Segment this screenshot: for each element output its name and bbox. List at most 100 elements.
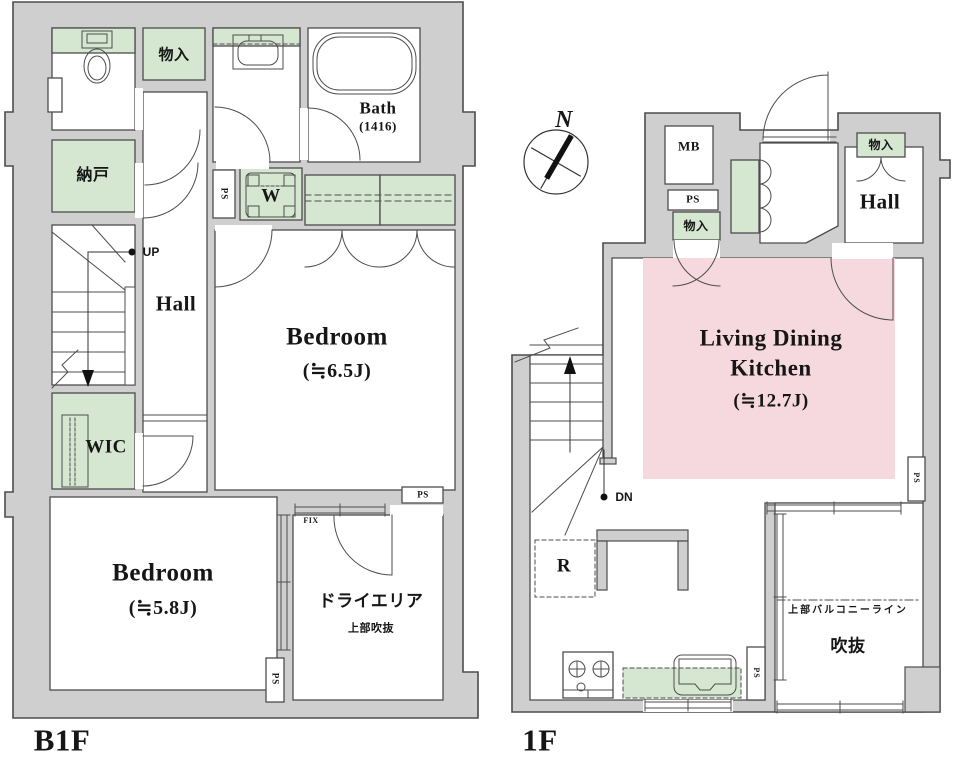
label-f1-ps-top: PS — [686, 193, 700, 206]
label-f1-ldk-size: (≒12.7J) — [733, 390, 809, 412]
label-b1f-up: UP — [142, 245, 160, 259]
label-f1-ps-kitchen: PS — [752, 667, 761, 679]
door-arc-nando — [142, 162, 199, 219]
stair-break-line-1f — [514, 327, 579, 363]
b1f-toilet-window-band — [51, 27, 136, 54]
kitchen-window — [644, 698, 732, 712]
b1f-ps-box-bottom — [265, 657, 285, 703]
label-f1-hall: Hall — [859, 189, 901, 214]
f1-mb-box — [664, 125, 714, 185]
label-f1-ps-right: PS — [912, 472, 921, 484]
label-f1-dn: DN — [615, 490, 633, 504]
label-f1-ldk2: Kitchen — [730, 355, 812, 381]
f1-walkline — [564, 356, 608, 501]
label-b1f-ps-mid: PS — [219, 187, 230, 201]
down-arrow — [82, 370, 94, 387]
b1f-room-washroom — [212, 27, 301, 163]
bathtub — [312, 32, 417, 95]
b1f-closet1 — [304, 174, 381, 226]
b1f-room-dryarea — [292, 514, 444, 701]
stair-railing — [124, 286, 136, 386]
f1-cabinet — [730, 159, 760, 234]
railing-cap — [599, 457, 617, 465]
label-f1-storage-hall: 物入 — [868, 138, 894, 152]
label-b1f-dryarea: ドライエリア — [318, 591, 424, 611]
toilet-cistern — [81, 30, 113, 49]
label-b1f-fix: FIX — [303, 516, 319, 525]
label-b1f-bedroom2-size: (≒5.8J) — [128, 597, 198, 619]
f1-stairs-steps — [529, 344, 604, 536]
fridge-space — [534, 539, 596, 598]
label-b1f-bath: Bath — [359, 98, 397, 118]
label-f1-balcony: 上部バルコニーライン — [788, 605, 908, 616]
label-b1f-bedroom2: Bedroom — [112, 559, 214, 587]
compass-icon — [523, 129, 589, 195]
label-b1f-dryarea-sub: 上部吹抜 — [348, 622, 394, 635]
up-arrow — [564, 356, 576, 374]
void-window-top — [766, 501, 902, 515]
b1f-washer-area — [239, 167, 303, 221]
floor-label-1f: 1F — [522, 722, 558, 758]
toilet-bowl — [83, 48, 111, 84]
closet-door-arcs — [304, 229, 456, 268]
wic-hanger — [61, 414, 89, 488]
label-b1f-storage-top: 物入 — [158, 47, 190, 64]
b1f-closet2 — [379, 174, 456, 226]
door-arc-bedroom1 — [214, 229, 273, 288]
f1-storage-left — [672, 211, 721, 241]
f1-kitchen-counter — [622, 667, 742, 699]
floor-label-b1f: B1F — [33, 722, 91, 758]
label-b1f-hall: Hall — [155, 291, 197, 316]
b1f-room-hall — [142, 91, 208, 493]
kitchen-sink — [673, 654, 737, 696]
door-arc-dryarea — [333, 514, 393, 576]
washing-machine — [245, 172, 296, 218]
f1-plan — [511, 71, 951, 714]
door-arc-bath — [307, 107, 361, 161]
kitchen-partition-right — [677, 540, 689, 591]
b1f-ps-box-mid — [212, 169, 236, 219]
f1-storage-hall — [856, 132, 906, 158]
label-f1-ldk1: Living Dining — [699, 325, 843, 351]
b1f-washroom-window-band — [212, 27, 301, 47]
label-f1-mb: MB — [678, 138, 700, 154]
b1f-room-bedroom2 — [49, 496, 278, 691]
door-arc-toilet — [144, 129, 201, 186]
label-f1-north: N — [555, 107, 573, 133]
cabinet-fold-arcs — [758, 159, 772, 233]
void-window-left — [773, 513, 787, 681]
f1-ps-box-kitchen — [746, 646, 766, 701]
label-b1f-bath-size: (1416) — [359, 118, 397, 134]
label-b1f-bedroom1: Bedroom — [286, 323, 388, 351]
kitchen-partition-top — [596, 529, 689, 542]
label-b1f-wic: WIC — [85, 436, 127, 458]
fix-window — [294, 503, 386, 517]
label-b1f-ps-bottom: PS — [270, 672, 281, 686]
stair-break-line — [51, 349, 79, 389]
void-window-bottom — [776, 700, 904, 714]
f1-ps-box-right — [907, 456, 926, 502]
b1f-storage-top — [142, 27, 206, 81]
f1-room-void — [774, 502, 924, 713]
label-f1-void: 吹抜 — [830, 636, 866, 656]
label-f1-storage-left: 物入 — [683, 219, 709, 233]
corner-block — [904, 666, 941, 713]
label-b1f-ps-dry: PS — [417, 489, 429, 500]
f1-room-hall — [844, 146, 924, 244]
b1f-walkline — [82, 248, 136, 387]
b1f-plan — [4, 1, 479, 719]
f1-ps-box-top — [667, 189, 719, 211]
door-arc-wic — [142, 435, 194, 487]
b1f-toilet-niche — [47, 77, 63, 113]
door-arc-hall-ldk — [830, 257, 894, 321]
b1f-room-bath — [307, 27, 421, 163]
dryarea-window — [277, 514, 291, 651]
b1f-stairwell — [51, 224, 136, 386]
storage-hall-arcs — [856, 156, 906, 182]
label-f1-fridge: R — [556, 555, 572, 577]
label-b1f-washer: W — [261, 185, 281, 207]
b1f-room-wic — [51, 392, 136, 490]
entrance-door — [762, 71, 837, 143]
